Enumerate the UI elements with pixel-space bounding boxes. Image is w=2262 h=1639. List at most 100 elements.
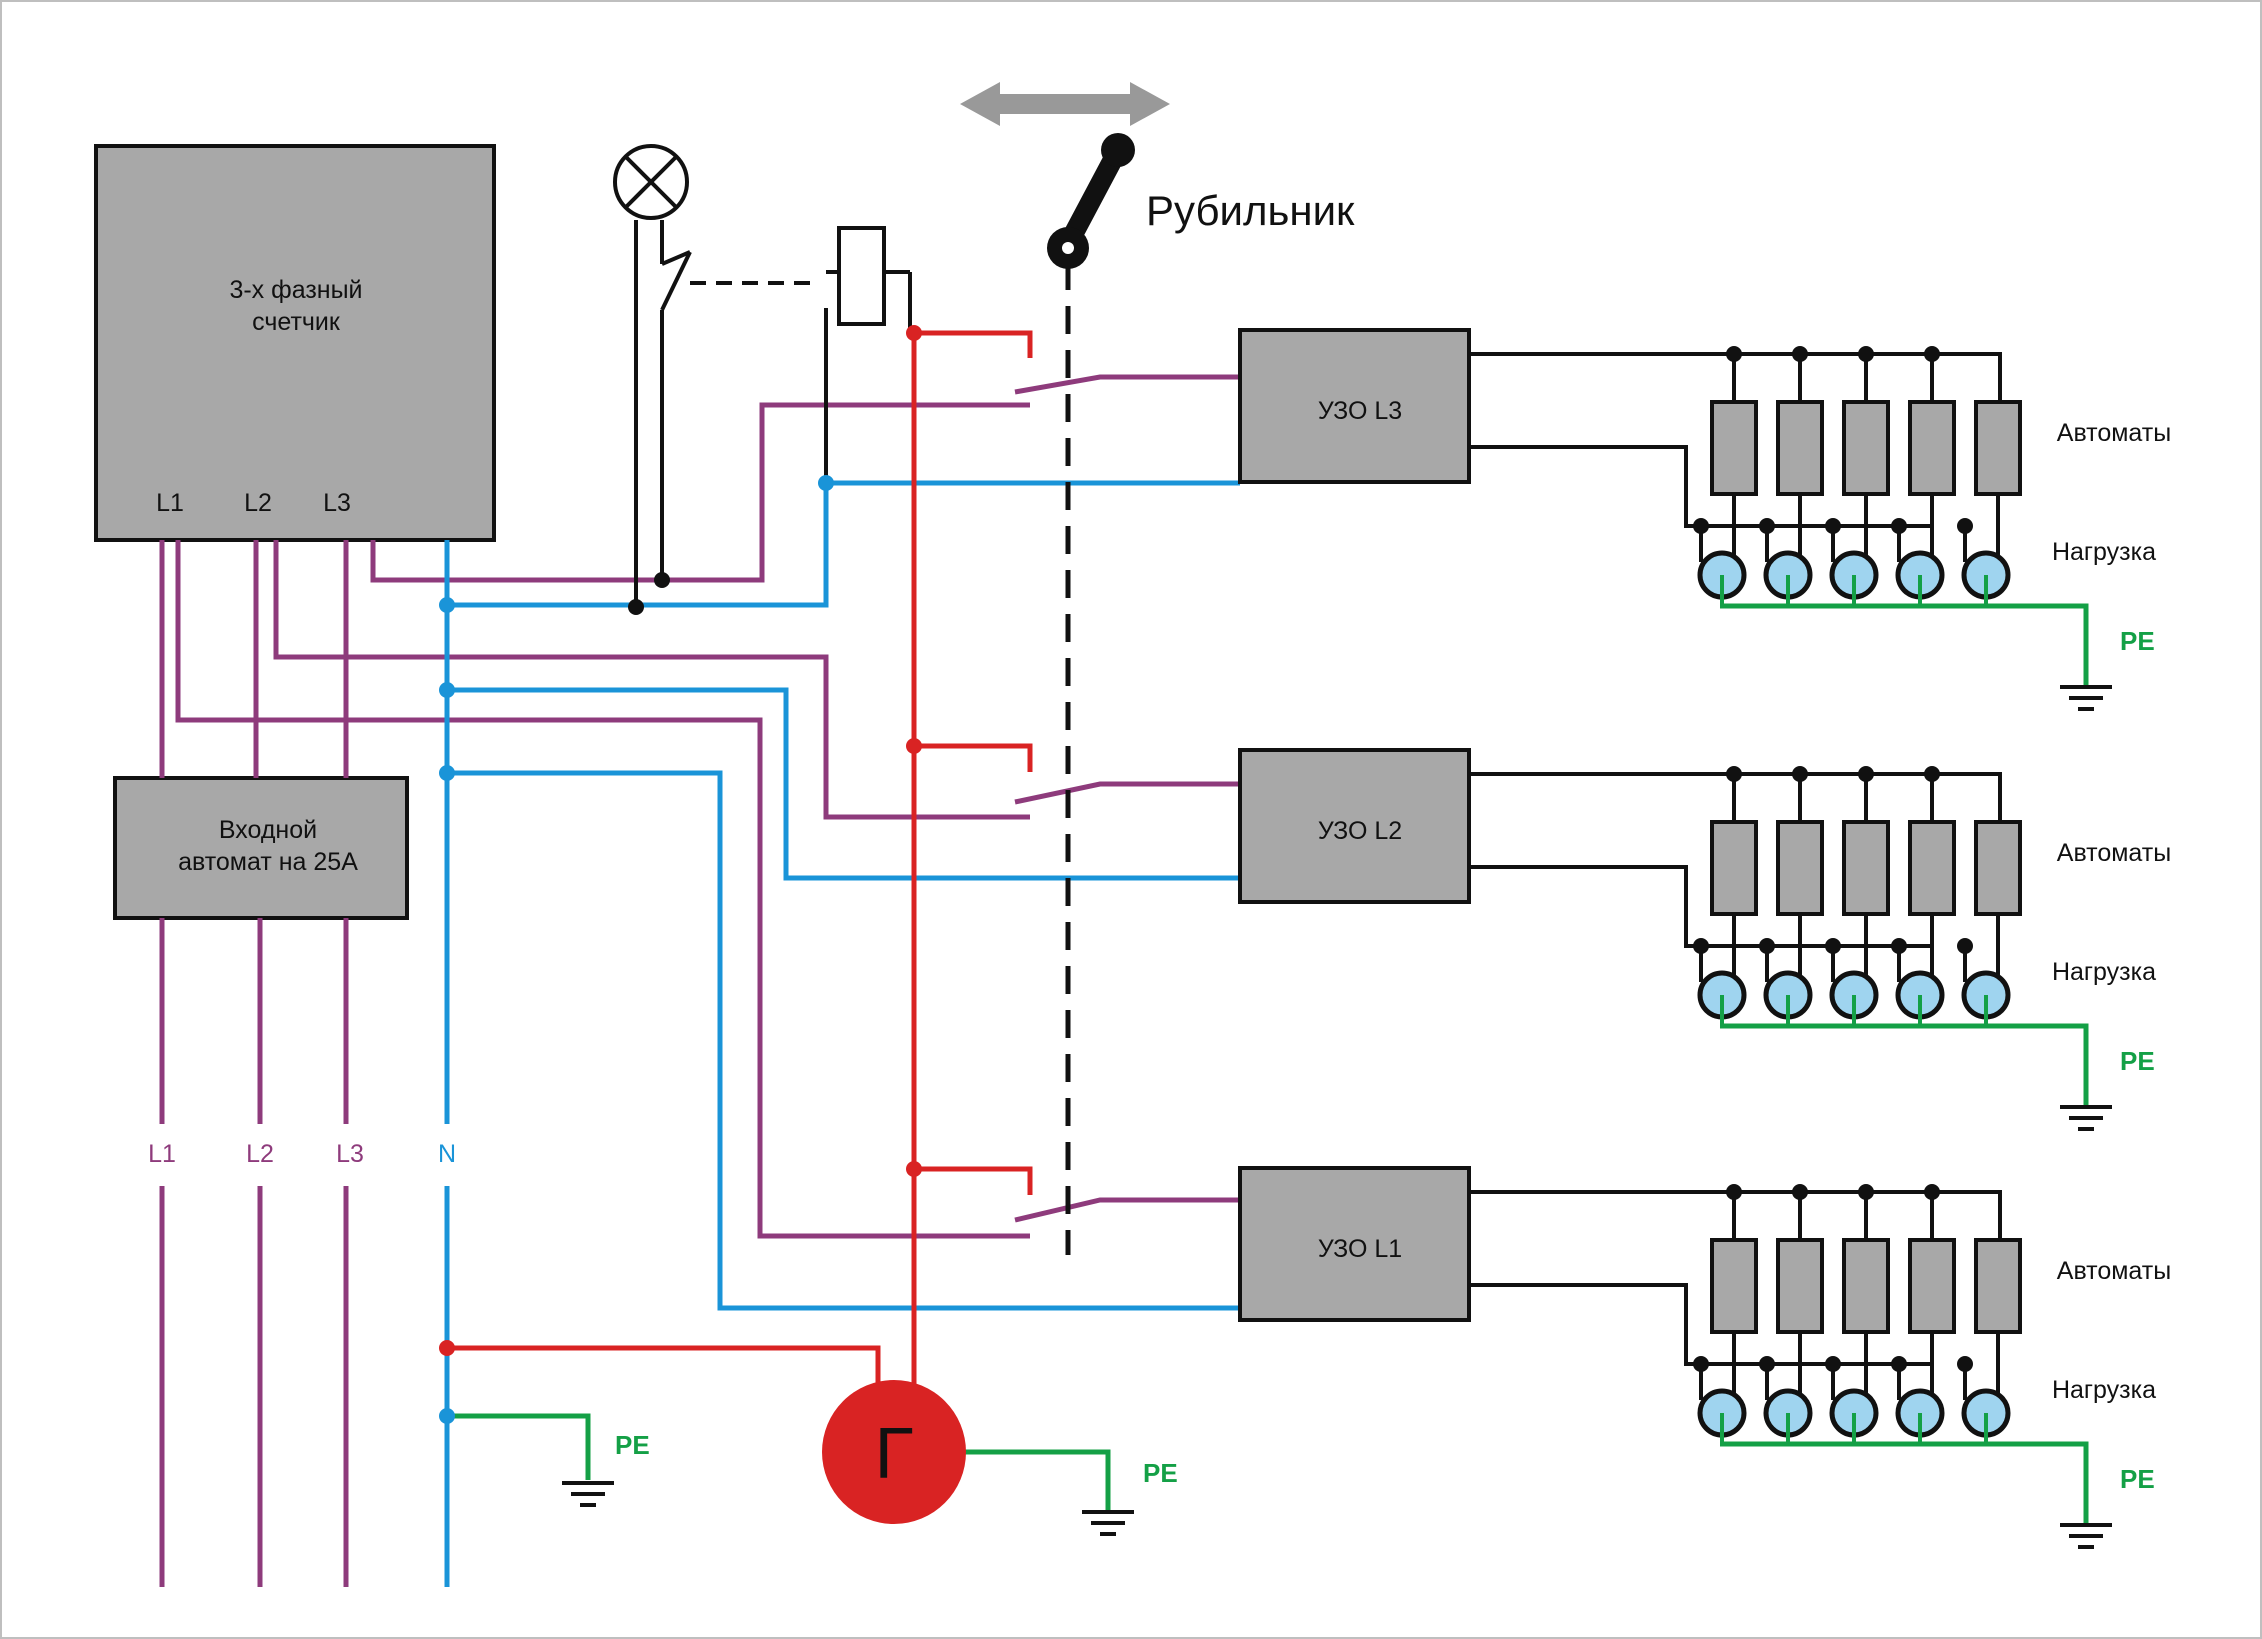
ground-icon bbox=[2058, 1105, 2114, 1131]
bus-label-l1: L1 bbox=[148, 1140, 176, 1168]
circuit-breaker bbox=[1974, 1238, 2022, 1334]
bus-junction bbox=[1726, 766, 1742, 782]
circuit-breaker bbox=[1908, 820, 1956, 916]
neutral-junction bbox=[1891, 938, 1907, 954]
load-label: Нагрузка bbox=[2052, 1376, 2156, 1404]
pe-label-neutral: PE bbox=[615, 1430, 650, 1460]
pe-label: PE bbox=[2120, 1046, 2155, 1076]
rcd-neutral-bus bbox=[1469, 1283, 1930, 1366]
bus-junction bbox=[1726, 346, 1742, 362]
ground-bus bbox=[1720, 1441, 2089, 1523]
ground-bus bbox=[1720, 603, 2089, 685]
lamp-junctions bbox=[628, 572, 670, 615]
neutral-junction bbox=[1693, 518, 1709, 534]
neutral-junction bbox=[1759, 938, 1775, 954]
bus-label-l3: L3 bbox=[336, 1140, 364, 1168]
bus-junction bbox=[1792, 1184, 1808, 1200]
neutral-junction bbox=[1957, 938, 1973, 954]
ground-icon bbox=[560, 1481, 616, 1507]
circuit-breaker bbox=[1842, 820, 1890, 916]
circuit-breaker bbox=[1908, 1238, 1956, 1334]
indicator-circuit bbox=[634, 220, 912, 607]
rcd-box bbox=[1238, 748, 1471, 904]
bus-junction bbox=[1792, 766, 1808, 782]
neutral-junction bbox=[1759, 518, 1775, 534]
load-label: Нагрузка bbox=[2052, 538, 2156, 566]
circuit-breaker bbox=[1710, 1238, 1758, 1334]
pe-label: PE bbox=[2120, 626, 2155, 656]
main-breaker-line1: Входной bbox=[219, 816, 317, 844]
rcd-label: УЗО L3 bbox=[1318, 397, 1402, 425]
generator-icon bbox=[822, 1380, 966, 1524]
rcd-label: УЗО L1 bbox=[1318, 1235, 1402, 1263]
meter-title-line2: счетчик bbox=[252, 308, 341, 336]
bus-label-n: N bbox=[438, 1140, 456, 1168]
breakers-label: Автоматы bbox=[2057, 1257, 2171, 1285]
ground-wires bbox=[447, 1413, 1111, 1510]
generator-junctions bbox=[439, 325, 922, 1356]
pe-label: PE bbox=[2120, 1464, 2155, 1494]
main-breaker-line2: автомат на 25А bbox=[178, 848, 358, 876]
neutral-junction bbox=[1891, 518, 1907, 534]
rcd-label: УЗО L2 bbox=[1318, 817, 1402, 845]
rcd-neutral-bus bbox=[1469, 865, 1930, 948]
phase-wires bbox=[159, 374, 1240, 1587]
bus-junction bbox=[1924, 1184, 1940, 1200]
circuit-breaker bbox=[1842, 1238, 1890, 1334]
neutral-junction bbox=[1957, 518, 1973, 534]
switch-label: Рубильник bbox=[1146, 187, 1355, 234]
meter-terminal-l1: L1 bbox=[156, 489, 184, 517]
circuit-breaker bbox=[1776, 400, 1824, 496]
circuit-breaker bbox=[1974, 820, 2022, 916]
load-label: Нагрузка bbox=[2052, 958, 2156, 986]
neutral-junction bbox=[1825, 1356, 1841, 1372]
rcd-phase-bus bbox=[1469, 352, 2002, 402]
neutral-junction bbox=[1693, 1356, 1709, 1372]
circuit-breaker bbox=[1776, 1238, 1824, 1334]
switch-direction-arrow-icon bbox=[960, 82, 1170, 126]
bus-junction bbox=[1924, 346, 1940, 362]
ground-icon bbox=[1080, 1510, 1136, 1536]
meter-box bbox=[94, 144, 496, 542]
neutral-junction bbox=[1957, 1356, 1973, 1372]
circuit-breaker bbox=[1842, 400, 1890, 496]
neutral-junction bbox=[1693, 938, 1709, 954]
neutral-junction bbox=[1825, 518, 1841, 534]
neutral-junction bbox=[1825, 938, 1841, 954]
knife-switch bbox=[1047, 133, 1135, 1255]
circuit-breaker bbox=[1710, 400, 1758, 496]
bus-junction bbox=[1858, 1184, 1874, 1200]
bus-junction bbox=[1792, 346, 1808, 362]
neutral-junction bbox=[1759, 1356, 1775, 1372]
ground-icon bbox=[2058, 1523, 2114, 1549]
neutral-junction bbox=[1891, 1356, 1907, 1372]
neutral-junctions bbox=[439, 475, 834, 1424]
rcd-box bbox=[1238, 328, 1471, 484]
pe-label-generator: PE bbox=[1143, 1458, 1178, 1488]
circuit-breaker bbox=[1710, 820, 1758, 916]
circuit-breaker bbox=[1974, 400, 2022, 496]
circuit-breaker bbox=[1908, 400, 1956, 496]
generator-wires bbox=[447, 330, 1033, 1390]
bus-junction bbox=[1858, 766, 1874, 782]
ground-bus bbox=[1720, 1023, 2089, 1105]
meter-terminal-l2: L2 bbox=[244, 489, 272, 517]
meter-title-line1: 3-х фазный bbox=[229, 276, 362, 304]
relay-coil bbox=[837, 226, 886, 326]
rcd-box bbox=[1238, 1166, 1471, 1322]
rcd-phase-bus bbox=[1469, 1190, 2002, 1240]
rcd-phase-bus bbox=[1469, 772, 2002, 822]
meter-terminal-l3: L3 bbox=[323, 489, 351, 517]
breakers-label: Автоматы bbox=[2057, 419, 2171, 447]
generator-label: Г bbox=[875, 1414, 914, 1494]
ground-icon bbox=[2058, 685, 2114, 711]
breakers-label: Автоматы bbox=[2057, 839, 2171, 867]
rcd-neutral-bus bbox=[1469, 445, 1930, 528]
bus-junction bbox=[1924, 766, 1940, 782]
